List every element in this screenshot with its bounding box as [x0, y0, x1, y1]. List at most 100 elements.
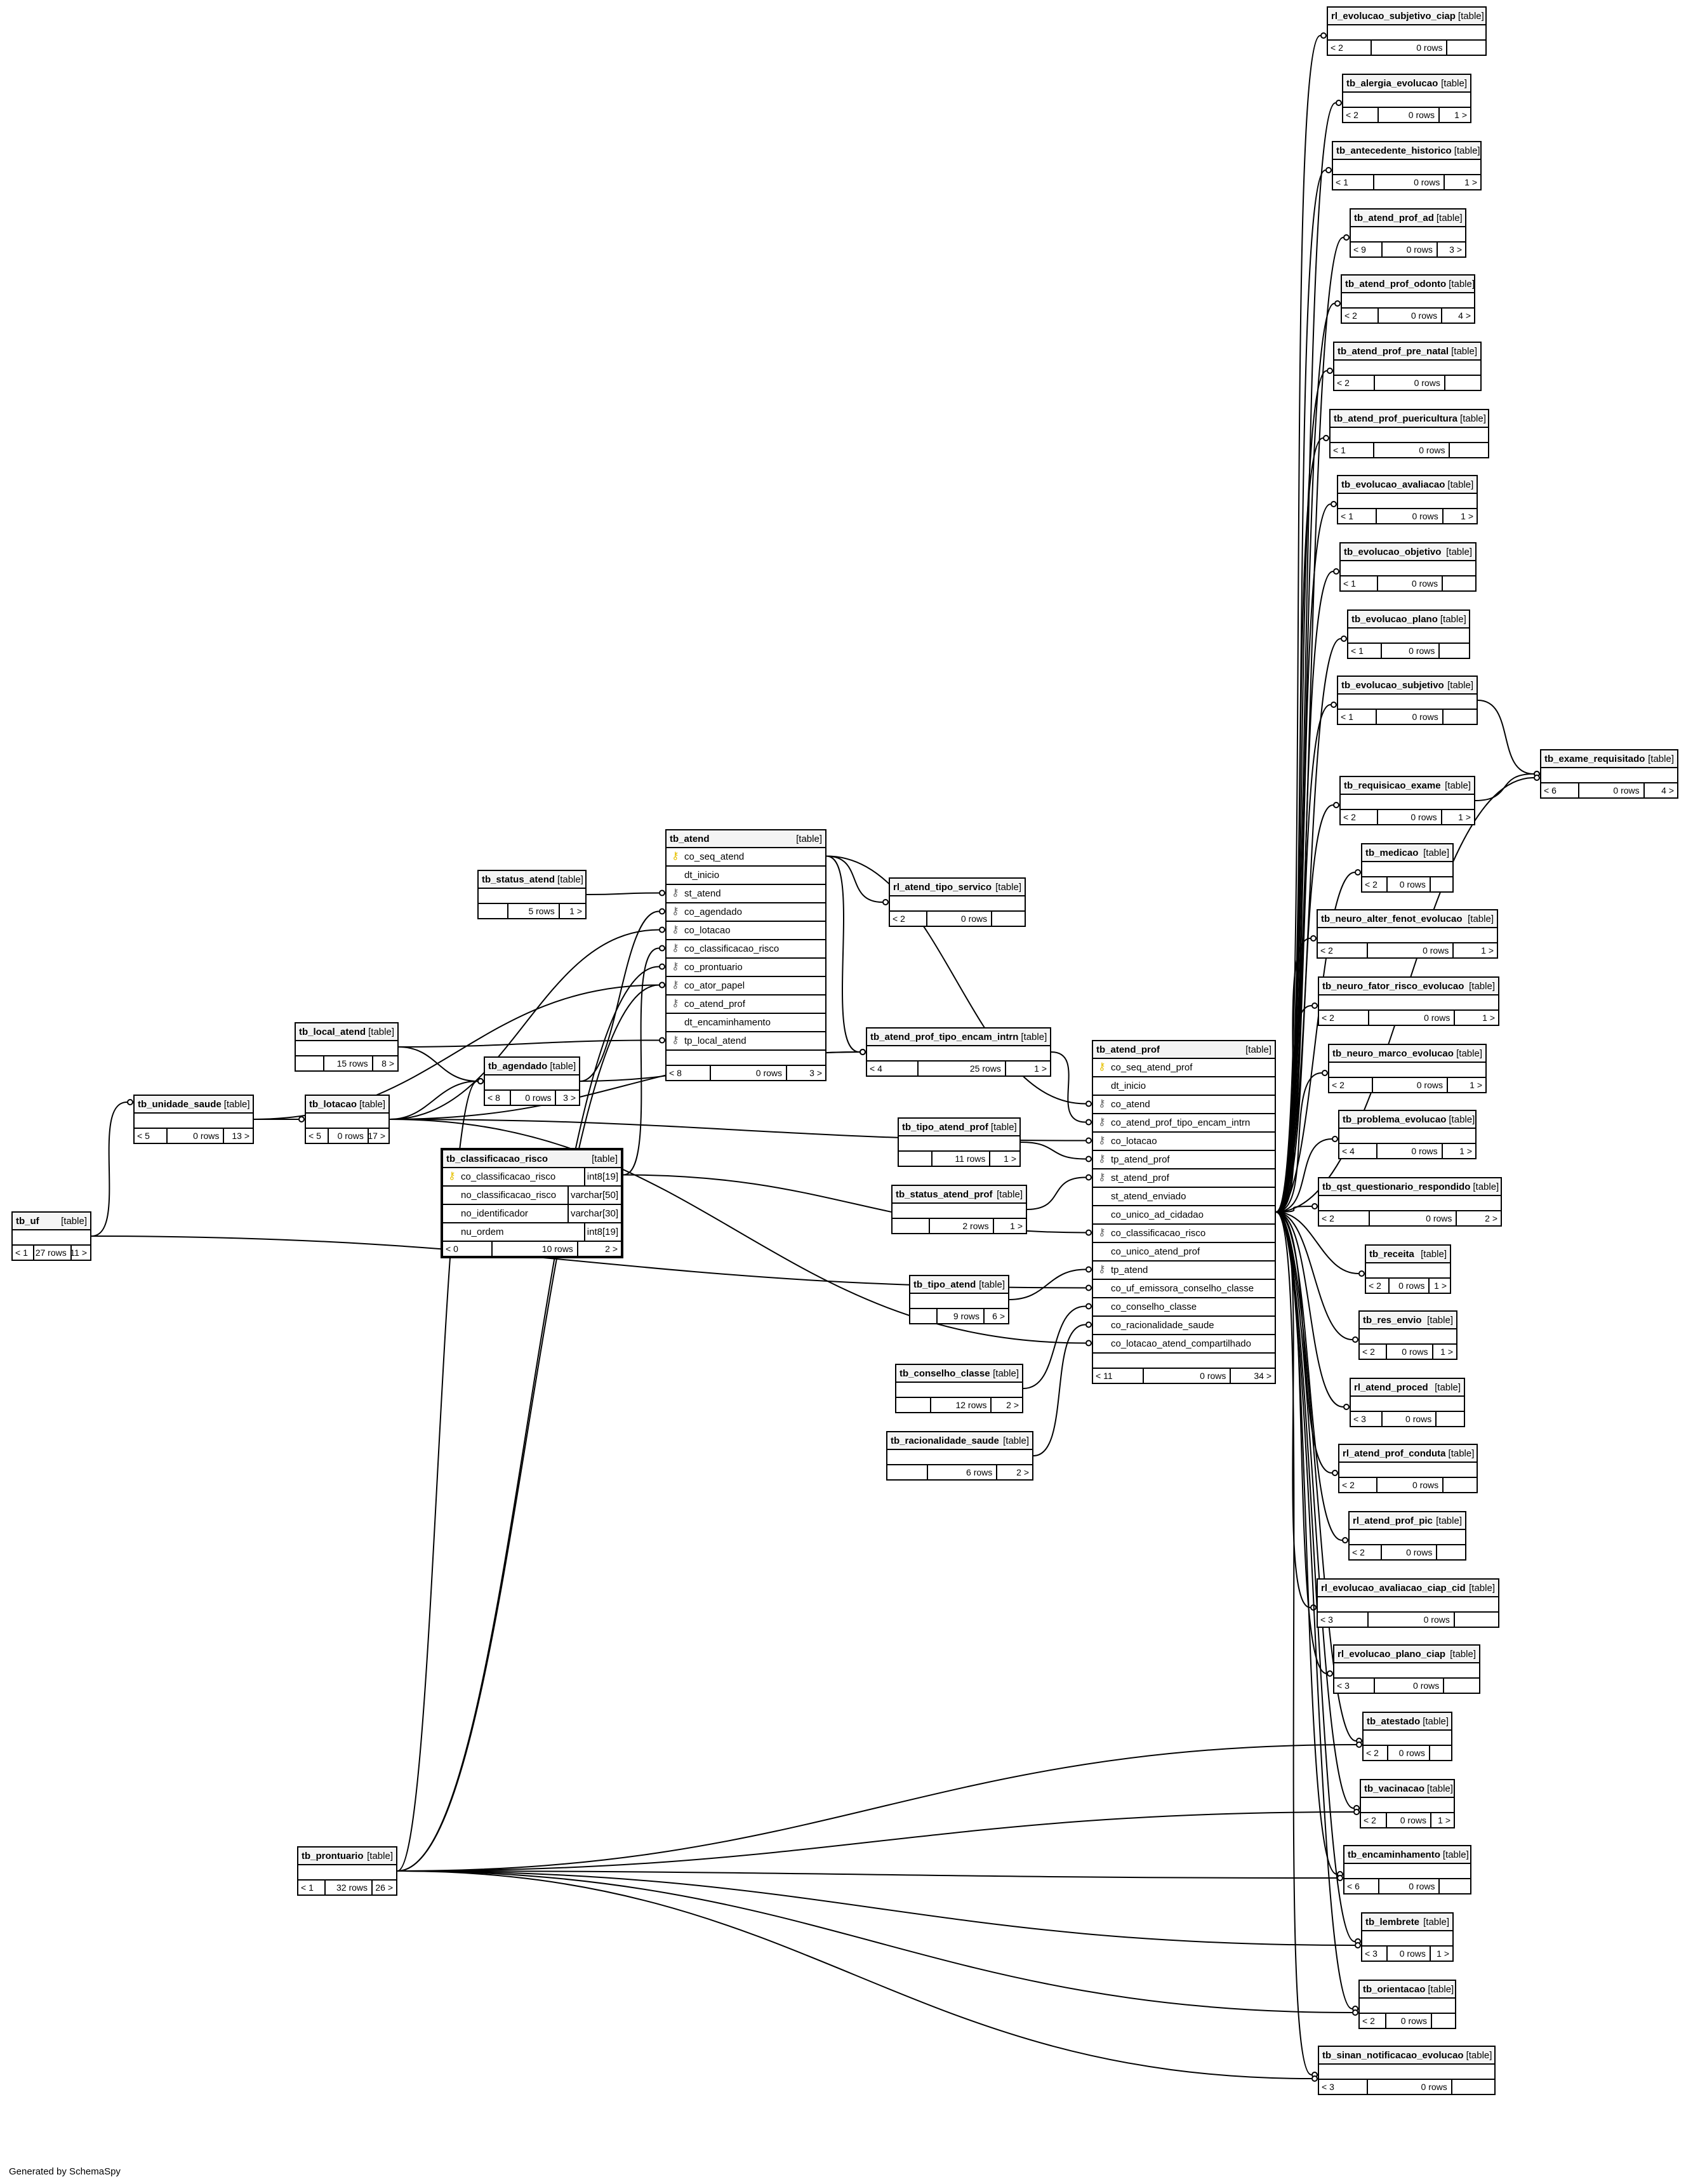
column-row[interactable]: ⚷co_prontuario: [667, 959, 825, 977]
children-count: 1 >: [1438, 1815, 1450, 1825]
table-tb_qst_questionario_respondido[interactable]: tb_qst_questionario_respondido[table] < …: [1318, 1177, 1502, 1227]
table-tb_classificacao_risco[interactable]: tb_classificacao_risco[table] ⚷co_classi…: [441, 1148, 623, 1258]
column-row[interactable]: co_conselho_classe: [1093, 1298, 1275, 1317]
column-row[interactable]: ⚷co_classificacao_risco: [1093, 1225, 1275, 1243]
column-row[interactable]: ⚷st_atend: [667, 885, 825, 903]
column-row[interactable]: dt_inicio: [667, 867, 825, 885]
column-row[interactable]: ⚷st_atend_prof: [1093, 1169, 1275, 1188]
table-ellipsis-row: [1362, 862, 1452, 877]
table-tb_atend_prof_tipo_encam_intrn[interactable]: tb_atend_prof_tipo_encam_intrn[table] < …: [866, 1027, 1051, 1077]
column-row[interactable]: ⚷co_lotacao: [667, 922, 825, 940]
relationship-line: [1026, 1176, 1086, 1210]
table-tb_neuro_fator_risco_evolucao[interactable]: tb_neuro_fator_risco_evolucao[table] < 2…: [1318, 976, 1499, 1026]
table-kind: [table]: [1441, 77, 1467, 89]
children-count: 1 >: [1454, 110, 1467, 120]
column-row[interactable]: ⚷co_atend: [1093, 1096, 1275, 1114]
column-row[interactable]: ⚷tp_atend_prof: [1093, 1151, 1275, 1169]
column-row[interactable]: dt_inicio: [1093, 1077, 1275, 1096]
table-name: tb_lembrete: [1365, 1916, 1420, 1928]
column-row[interactable]: ⚷tp_atend: [1093, 1262, 1275, 1280]
column-row[interactable]: ⚷co_lotacao: [1093, 1133, 1275, 1151]
column-row[interactable]: co_racionalidade_saude: [1093, 1317, 1275, 1335]
column-row[interactable]: ⚷co_seq_atend_prof: [1093, 1059, 1275, 1077]
column-row[interactable]: co_unico_ad_cidadao: [1093, 1206, 1275, 1225]
column-row[interactable]: ⚷co_agendado: [667, 903, 825, 922]
parents-count: < 5: [306, 1129, 329, 1143]
column-row[interactable]: co_unico_atend_prof: [1093, 1243, 1275, 1262]
parents-count: < 3: [1334, 1679, 1375, 1693]
table-tb_atend_prof[interactable]: tb_atend_prof[table] ⚷co_seq_atend_prof …: [1092, 1040, 1276, 1384]
column-row[interactable]: ⚷co_atend_prof_tipo_encam_intrn: [1093, 1114, 1275, 1133]
column-row[interactable]: ⚷co_atend_prof: [667, 995, 825, 1014]
column-row[interactable]: co_lotacao_atend_compartilhado: [1093, 1335, 1275, 1354]
column-row[interactable]: ⚷co_seq_atend: [667, 848, 825, 867]
table-tb_atend[interactable]: tb_atend[table] ⚷co_seq_atend dt_inicio …: [665, 829, 826, 1081]
column-row[interactable]: co_uf_emissora_conselho_classe: [1093, 1280, 1275, 1298]
column-row[interactable]: ⚷tp_local_atend: [667, 1032, 825, 1051]
table-kind: [table]: [1445, 780, 1471, 791]
table-tb_sinan_notificacao_evolucao[interactable]: tb_sinan_notificacao_evolucao[table] < 3…: [1318, 2046, 1496, 2095]
column-row[interactable]: ⚷co_classificacao_risco: [667, 940, 825, 959]
table-ellipsis-row: [1342, 293, 1474, 309]
parents-count: < 2: [1366, 1279, 1390, 1293]
column-row[interactable]: dt_encaminhamento: [667, 1014, 825, 1032]
column-row[interactable]: st_atend_enviado: [1093, 1188, 1275, 1206]
row-count: 6 rows: [928, 1465, 998, 1479]
relationship-line: [1275, 503, 1331, 1213]
table-tb_neuro_alter_fenot_evolucao[interactable]: tb_neuro_alter_fenot_evolucao[table] < 2…: [1317, 909, 1498, 959]
table-rl_evolucao_avaliacao_ciap_cid[interactable]: rl_evolucao_avaliacao_ciap_cid[table] < …: [1317, 1578, 1499, 1628]
column-row[interactable]: ⚷co_ator_papel: [667, 977, 825, 995]
table-kind: [table]: [61, 1215, 87, 1227]
crowfoot-marker: [1331, 702, 1337, 708]
table-name: tb_evolucao_plano: [1351, 613, 1438, 625]
row-count: 0 rows: [1379, 108, 1440, 122]
table-name: tb_tipo_atend: [913, 1279, 976, 1290]
